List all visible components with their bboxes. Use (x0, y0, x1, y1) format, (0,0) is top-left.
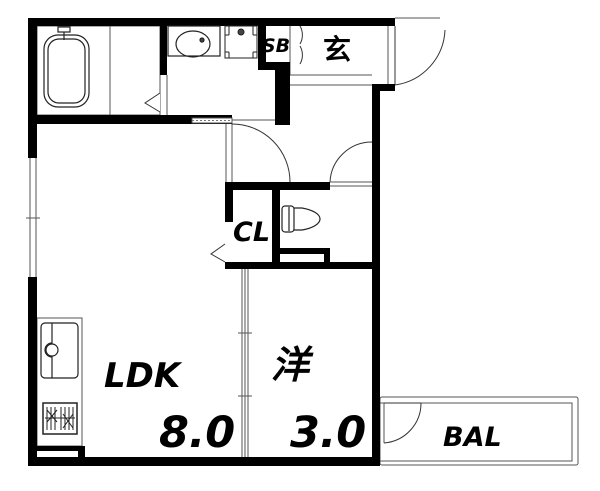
washbasin-icon (167, 25, 221, 58)
toilet-icon (281, 205, 321, 233)
door-arrow-icon (144, 92, 161, 113)
room-label-closet: CL (233, 217, 271, 248)
room-area-ldk: 8.0 (159, 408, 236, 458)
room-label-balcony: BAL (443, 422, 502, 453)
room-label-ldk: LDK (104, 356, 181, 396)
bathtub-icon (43, 26, 90, 108)
balcony-door-swing (383, 402, 422, 444)
washing-machine-pan-icon (224, 25, 258, 59)
hatched-strip (191, 117, 233, 124)
kitchen-sink-icon (40, 322, 79, 379)
gas-stove-icon (42, 402, 78, 435)
toilet-door-swing (329, 141, 373, 183)
ldk-door-swing (231, 123, 291, 183)
door-arrow-icon (210, 243, 226, 263)
room-label-shoe-box: SB (262, 35, 291, 57)
room-label-western: 洋 (271, 343, 310, 387)
entrance-door-swing (394, 29, 446, 86)
room-label-entrance: 玄 (323, 33, 352, 66)
room-area-western: 3.0 (290, 408, 367, 458)
